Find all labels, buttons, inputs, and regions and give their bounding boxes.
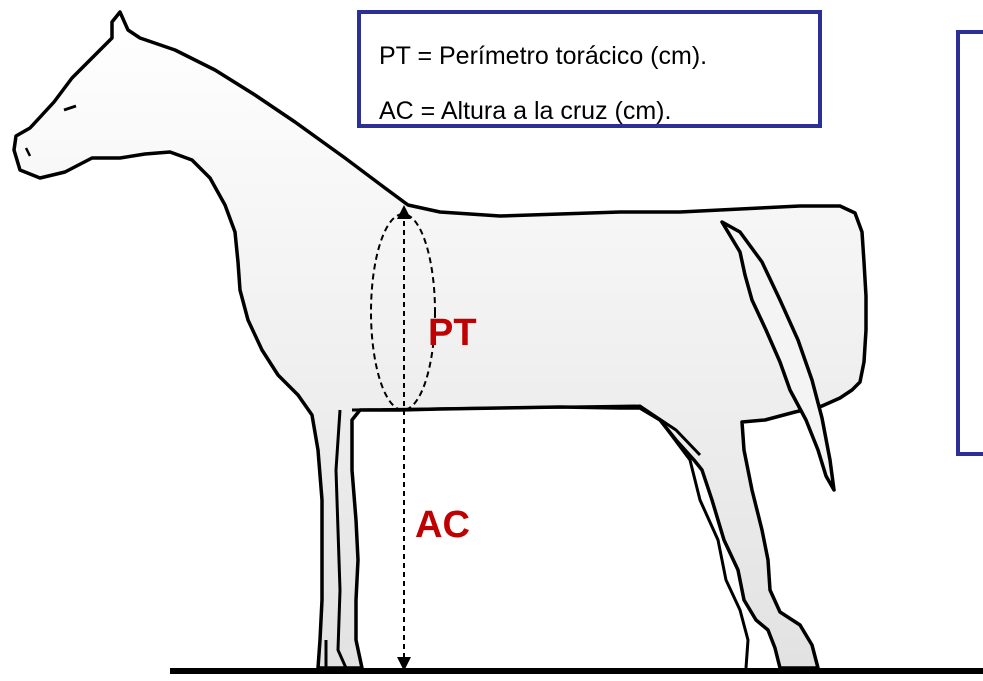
far-hind-leg — [658, 419, 750, 669]
legend-box: PT = Perímetro torácico (cm). AC = Altur… — [357, 10, 822, 128]
pt-label: PT — [428, 312, 477, 354]
horse-tail — [720, 220, 836, 492]
legend-pt-definition: PT = Perímetro torácico (cm). — [379, 42, 708, 70]
belly-line — [351, 404, 702, 457]
legend-ac-definition: AC = Altura a la cruz (cm). — [379, 97, 672, 125]
horse-eye — [63, 104, 77, 112]
horse-body — [12, 10, 868, 670]
ac-label: AC — [415, 504, 470, 546]
horse-nostril — [24, 147, 32, 157]
side-frame — [956, 30, 983, 456]
